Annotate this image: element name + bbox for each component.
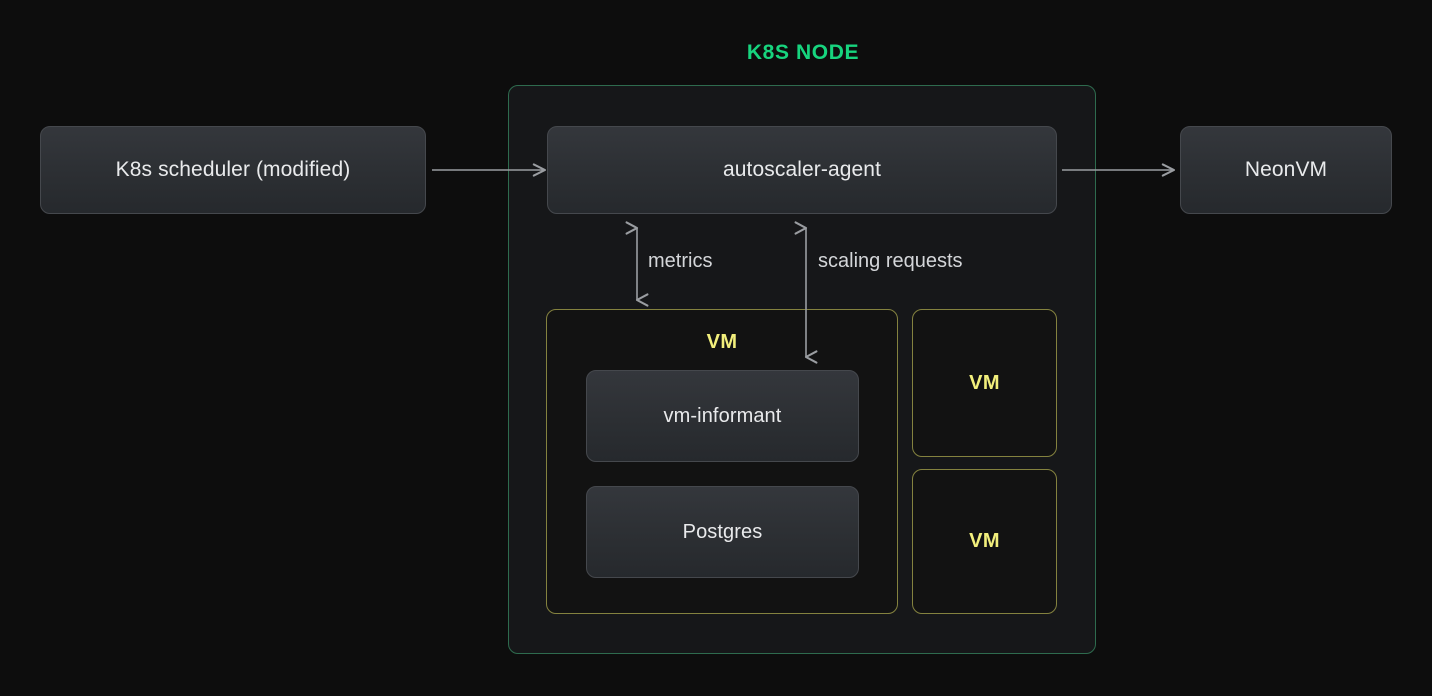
vm-secondary-container-1[interactable]: VM — [912, 309, 1057, 457]
neonvm-box[interactable]: NeonVM — [1180, 126, 1392, 214]
autoscaler-agent-label: autoscaler-agent — [722, 158, 882, 181]
vm-informant-box[interactable]: vm-informant — [586, 370, 859, 462]
vm-main-label: VM — [706, 331, 738, 353]
vm-secondary-container-2[interactable]: VM — [912, 469, 1057, 614]
k8s-scheduler-box[interactable]: K8s scheduler (modified) — [40, 126, 426, 214]
vm-informant-label: vm-informant — [663, 404, 782, 427]
autoscaler-agent-box[interactable]: autoscaler-agent — [547, 126, 1057, 214]
postgres-label: Postgres — [682, 520, 763, 543]
edge-label-metrics: metrics — [648, 250, 713, 272]
edge-label-scaling-requests: scaling requests — [818, 250, 963, 272]
neonvm-label: NeonVM — [1244, 158, 1328, 181]
page-title: K8S NODE — [746, 41, 860, 64]
postgres-box[interactable]: Postgres — [586, 486, 859, 578]
vm-secondary-label-2: VM — [969, 530, 1000, 552]
vm-secondary-label-1: VM — [969, 371, 1000, 394]
k8s-scheduler-label: K8s scheduler (modified) — [115, 158, 351, 181]
